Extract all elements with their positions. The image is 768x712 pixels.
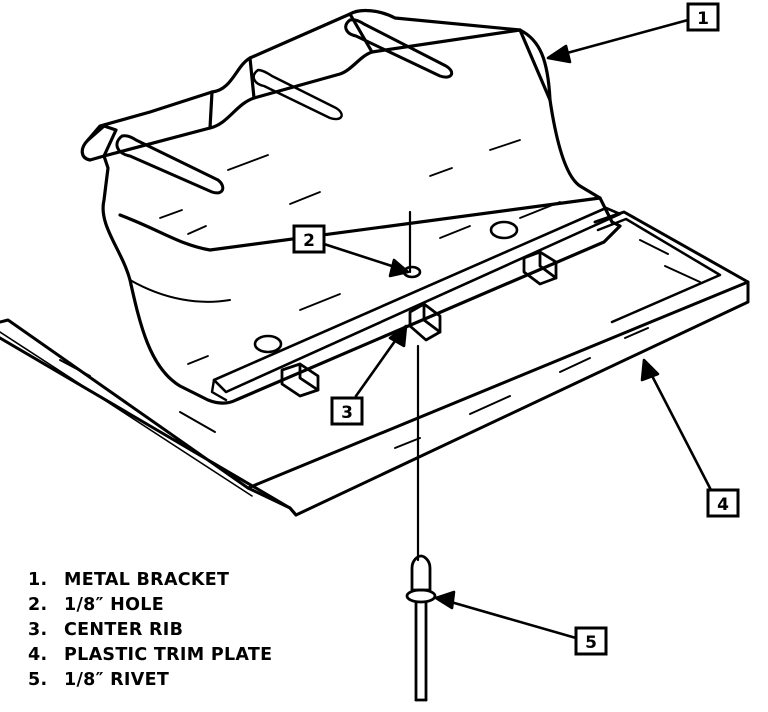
legend-item: 5. 1/8″ RIVET [28, 668, 272, 693]
callout-2-label: 2 [303, 231, 315, 251]
legend-label: CENTER RIB [64, 620, 184, 640]
rivet-axis-line [408, 210, 420, 562]
legend-number: 1. [28, 570, 48, 590]
metal-bracket [80, 8, 622, 405]
legend-item: 3. CENTER RIB [28, 618, 272, 643]
legend-label: METAL BRACKET [64, 570, 230, 590]
callout-1-label: 1 [697, 9, 709, 29]
legend-item: 1. METAL BRACKET [28, 568, 272, 593]
bracket-slots [115, 18, 454, 195]
legend-number: 2. [28, 595, 48, 615]
plastic-trim-plate [0, 210, 750, 517]
legend-item: 2. 1/8″ HOLE [28, 593, 272, 618]
leader-lines [322, 18, 714, 640]
legend-label: 1/8″ RIVET [64, 670, 170, 690]
center-ribs [280, 250, 558, 398]
legend-number: 5. [28, 670, 48, 690]
legend-item: 4. PLASTIC TRIM PLATE [28, 643, 272, 668]
callout-3-label: 3 [341, 403, 353, 423]
rivet [405, 554, 437, 702]
callout-4: 4 [706, 488, 740, 518]
callout-5-label: 5 [585, 633, 597, 653]
callout-4-label: 4 [717, 495, 729, 515]
legend-label: 1/8″ HOLE [64, 595, 164, 615]
legend-label: PLASTIC TRIM PLATE [64, 645, 273, 665]
callout-5: 5 [574, 626, 608, 656]
parts-legend: 1. METAL BRACKET 2. 1/8″ HOLE 3. CENTER RIB… [28, 568, 272, 693]
callout-3: 3 [330, 396, 364, 426]
legend-number: 3. [28, 620, 48, 640]
legend-number: 4. [28, 645, 48, 665]
callout-1: 1 [686, 2, 720, 32]
callout-2: 2 [292, 224, 326, 254]
